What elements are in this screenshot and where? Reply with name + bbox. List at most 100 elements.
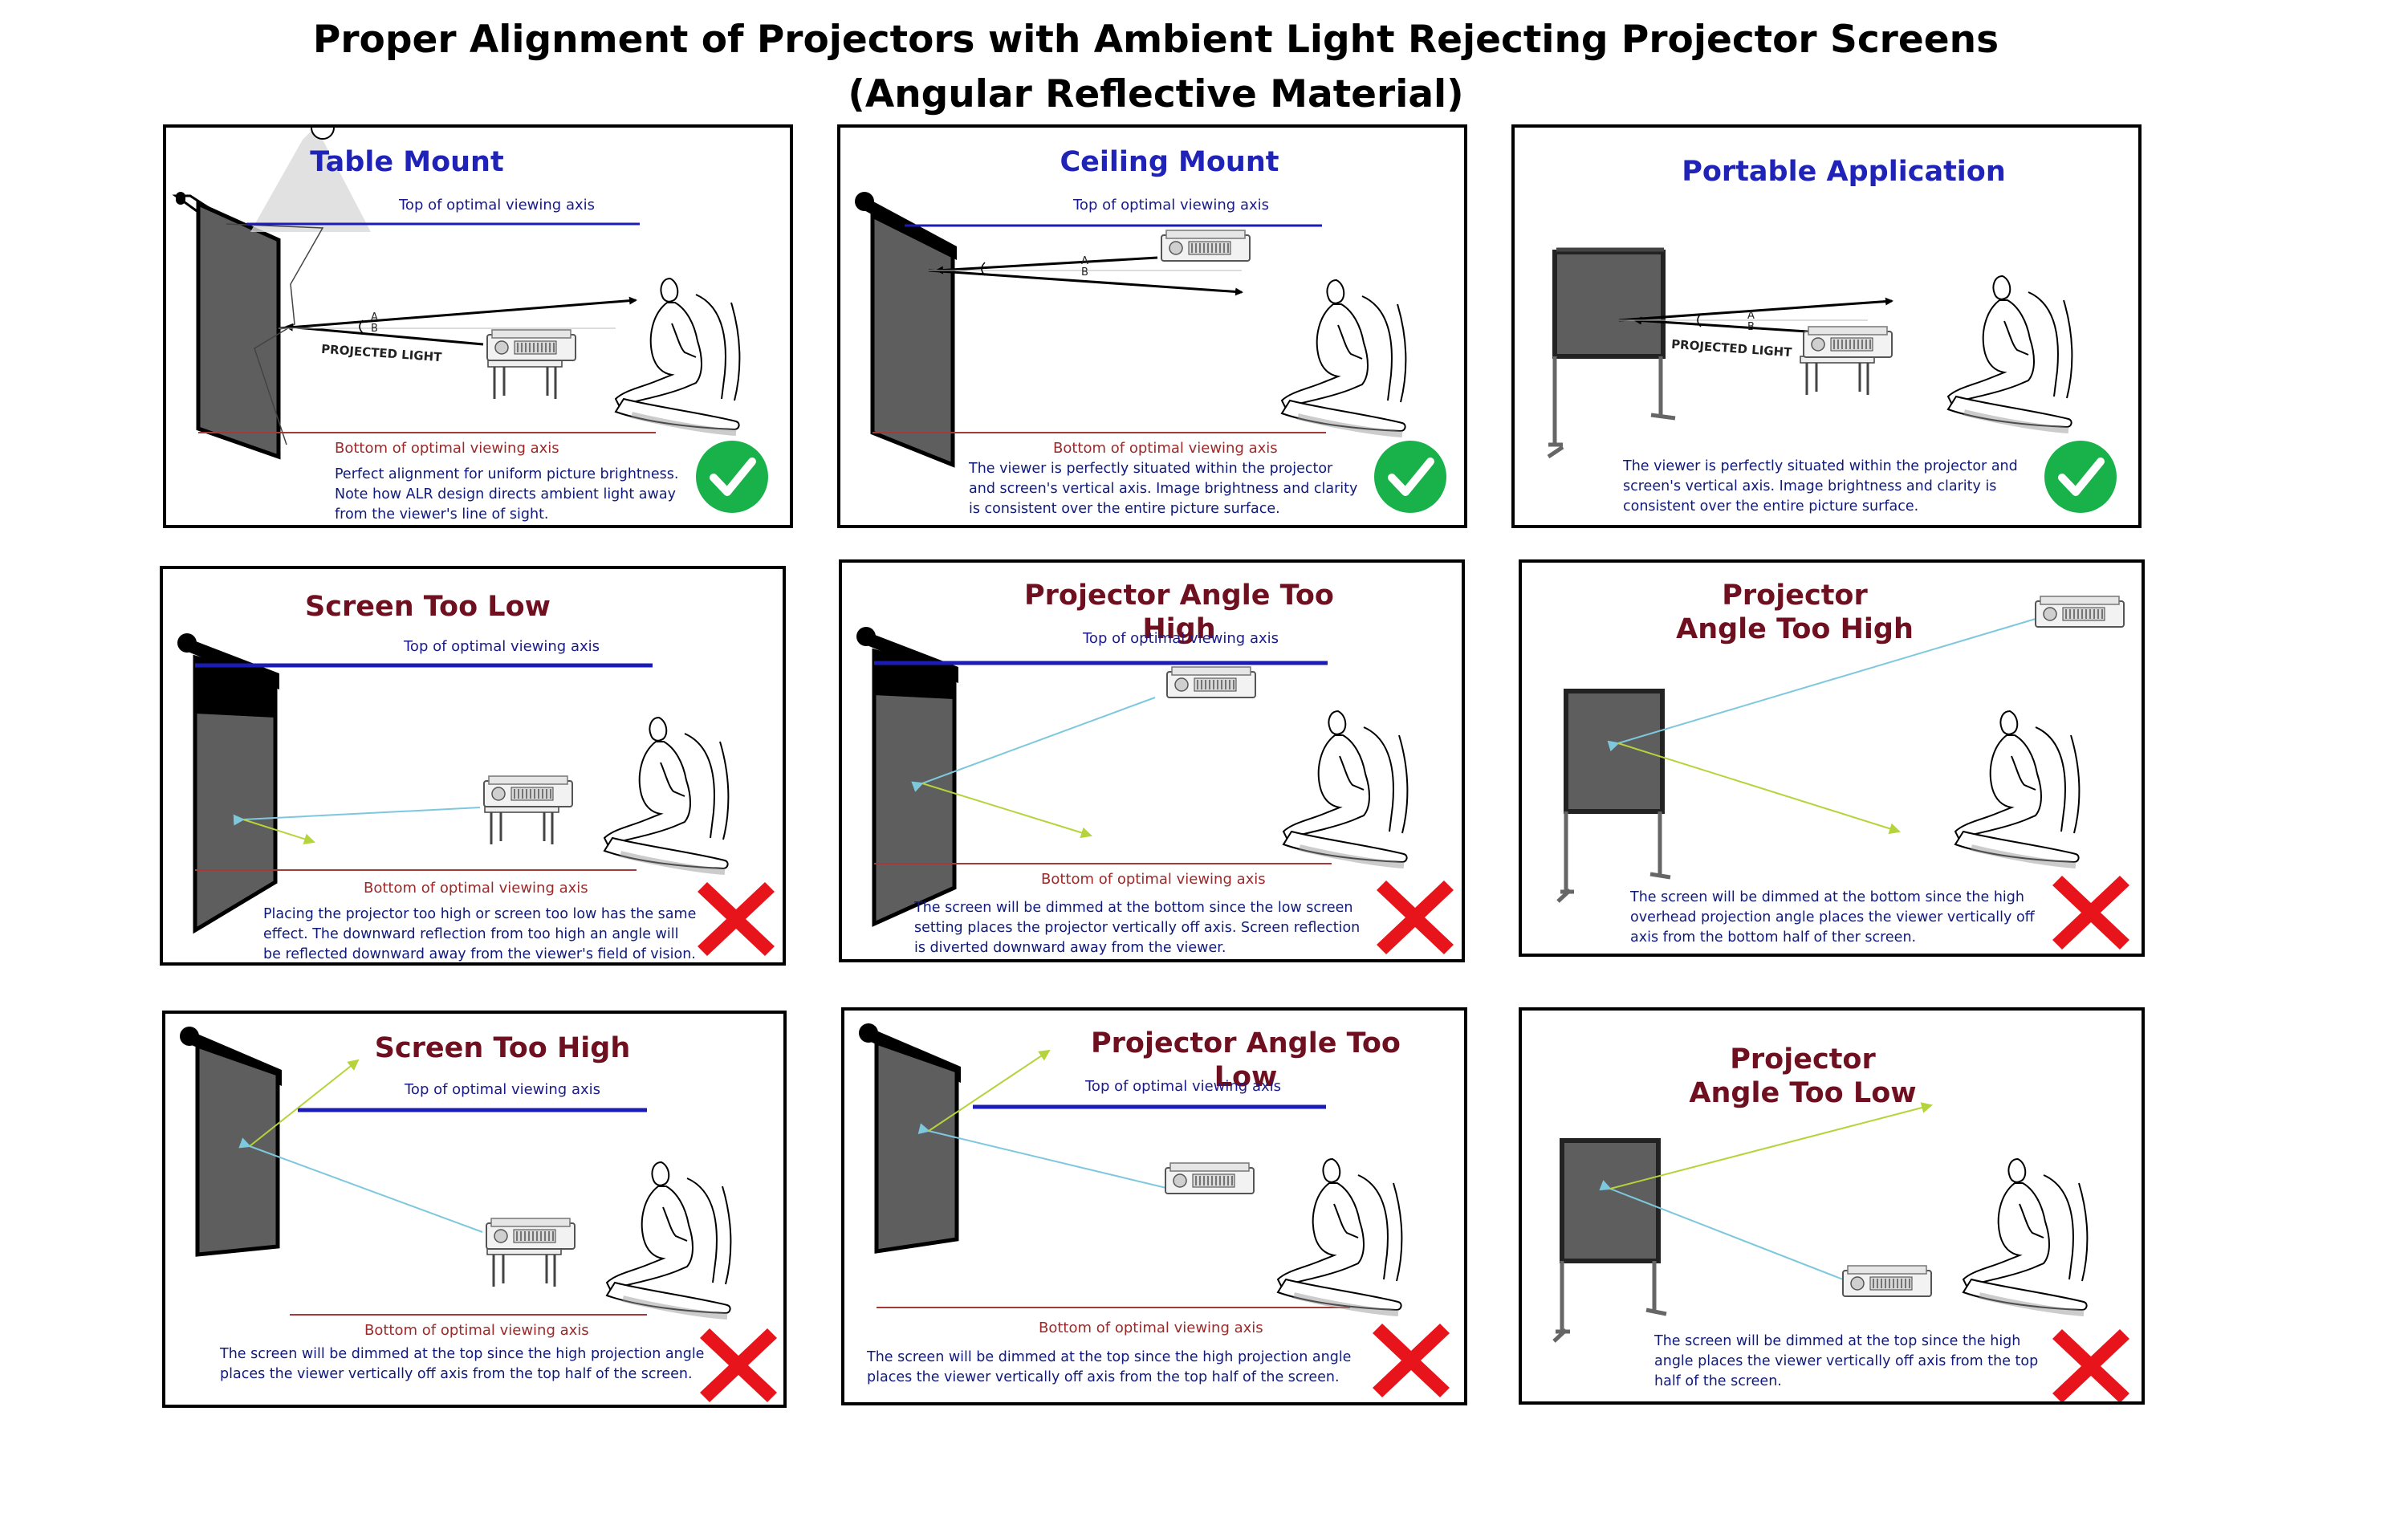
reflected-light-arrow (928, 1049, 1051, 1132)
bottom-axis-label: Bottom of optimal viewing axis (1053, 440, 1278, 457)
projector (1842, 1265, 1932, 1297)
projection-screen (196, 201, 281, 460)
diagram-ceiling-mount (855, 192, 1467, 528)
projection-screen (1564, 689, 1665, 814)
diagram-screen-too-high (180, 1027, 777, 1402)
table (486, 1247, 563, 1288)
cross-icon (2052, 1329, 2129, 1401)
top-axis-label: Top of optimal viewing axis (1083, 630, 1279, 647)
angle-a-label: A (1081, 255, 1088, 267)
panel-screen-too-high: Screen Too High Top of optimal viewing a… (162, 1011, 787, 1408)
cross-icon (1373, 1324, 1450, 1397)
table (483, 804, 560, 846)
projected-light-arrow (285, 323, 484, 346)
projector (1161, 230, 1251, 262)
viewer-figure (1283, 711, 1407, 865)
top-axis-label: Top of optimal viewing axis (405, 1081, 601, 1098)
table (486, 359, 563, 401)
reflected-light-arrow (278, 296, 637, 330)
cross-icon (1377, 881, 1454, 954)
panel-title: Projector Angle Too Low (1689, 1043, 1917, 1109)
page-title-line2: (Angular Reflective Material) (848, 72, 1464, 116)
angle-a-label: A (371, 311, 378, 323)
angle-b-label: B (1747, 321, 1755, 334)
angle-b-label: B (371, 323, 378, 336)
panel-description: The screen will be dimmed at the top sin… (220, 1346, 705, 1382)
projected-light-arrow (935, 256, 1158, 275)
bottom-axis-label: Bottom of optimal viewing axis (335, 440, 559, 457)
projected-light-arrow (238, 1137, 483, 1233)
bottom-axis-label: Bottom of optimal viewing axis (1041, 871, 1266, 888)
projected-light-arrow (911, 697, 1156, 792)
bottom-axis-label: Bottom of optimal viewing axis (1039, 1320, 1263, 1336)
diagram-projector-too-low (859, 1023, 1450, 1397)
projection-screen (195, 1043, 280, 1257)
panel-title: Screen Too High (374, 1032, 631, 1064)
panel-title: Portable Application (1682, 156, 2006, 188)
reflected-light-arrow (1618, 297, 1893, 322)
panel-description: The screen will be dimmed at the bottom … (1630, 889, 2035, 946)
diagram-screen-too-low (177, 633, 775, 956)
panel-title: Table Mount (310, 146, 504, 178)
panel-title: Projector Angle Too High (1024, 580, 1334, 645)
projector (1166, 666, 1256, 698)
panel-title: Screen Too Low (305, 591, 551, 623)
viewer-figure (604, 718, 728, 872)
panel-description: The screen will be dimmed at the bottom … (914, 900, 1361, 956)
projected-light-arrow (233, 807, 481, 826)
reflected-light-arrow (921, 783, 1092, 839)
panel-description: The viewer is perfectly situated within … (1623, 458, 2018, 514)
panel-description: The screen will be dimmed at the top sin… (1654, 1333, 2039, 1389)
panel-description: Placing the projector too high or screen… (263, 906, 697, 962)
check-icon (1374, 441, 1446, 513)
diagram-projector-too-high (856, 627, 1454, 954)
check-icon (696, 441, 768, 513)
viewer-figure (1948, 276, 2072, 430)
diagram-table-mount (172, 128, 793, 528)
bottom-axis-label: Bottom of optimal viewing axis (364, 1322, 589, 1339)
panel-description: Perfect alignment for uniform picture br… (335, 466, 679, 523)
projected-light-arrow (917, 1123, 1170, 1190)
reflected-light-arrow (242, 819, 315, 845)
panel-projector-angle-too-low-portable: Projector Angle Too Low The screen will … (1519, 1007, 2145, 1405)
angle-b-label: B (1081, 266, 1088, 279)
diagram-portable-too-low (1552, 1102, 2129, 1401)
projection-screen (1552, 250, 1666, 359)
check-icon (2044, 441, 2117, 513)
reflected-light-arrow (1617, 742, 1901, 835)
screen-stand (1556, 811, 1574, 903)
projector (486, 1218, 576, 1250)
angle-a-label: A (1747, 310, 1755, 322)
viewer-figure (1278, 1159, 1401, 1313)
cross-icon (698, 882, 775, 956)
panel-description: The screen will be dimmed at the top sin… (867, 1349, 1352, 1385)
projected-light-arrow (1607, 618, 2036, 752)
panel-projector-angle-too-low-ceiling: Projector Angle Too Low Top of optimal v… (841, 1007, 1467, 1405)
projection-screen (874, 1039, 959, 1254)
viewer-figure (1955, 711, 2079, 865)
panel-screen-too-low: Screen Too Low Top of optimal viewing ax… (160, 566, 786, 966)
reflected-light-arrow (1609, 1102, 1933, 1190)
top-axis-label: Top of optimal viewing axis (399, 197, 596, 214)
projected-light-arrow (1633, 316, 1832, 335)
projector (2035, 596, 2125, 628)
cross-icon (2052, 876, 2129, 950)
projector (486, 329, 576, 361)
viewer-figure (607, 1162, 730, 1316)
reflected-light-arrow (249, 1059, 360, 1147)
panel-table-mount: Table Mount Top of optimal viewing axis … (163, 124, 793, 528)
viewer-figure (616, 279, 739, 433)
top-axis-label: Top of optimal viewing axis (404, 638, 600, 655)
table (1799, 355, 1876, 397)
page-title-line1: Proper Alignment of Projectors with Ambi… (312, 18, 1999, 62)
projected-light-arrow (1599, 1180, 1844, 1280)
projection-screen (1560, 1138, 1661, 1263)
top-axis-label: Top of optimal viewing axis (1073, 197, 1270, 214)
projection-screen (870, 212, 955, 468)
screen-housing (176, 192, 185, 205)
reflected-light-arrow (928, 269, 1243, 296)
bottom-axis-label: Bottom of optimal viewing axis (364, 880, 588, 897)
